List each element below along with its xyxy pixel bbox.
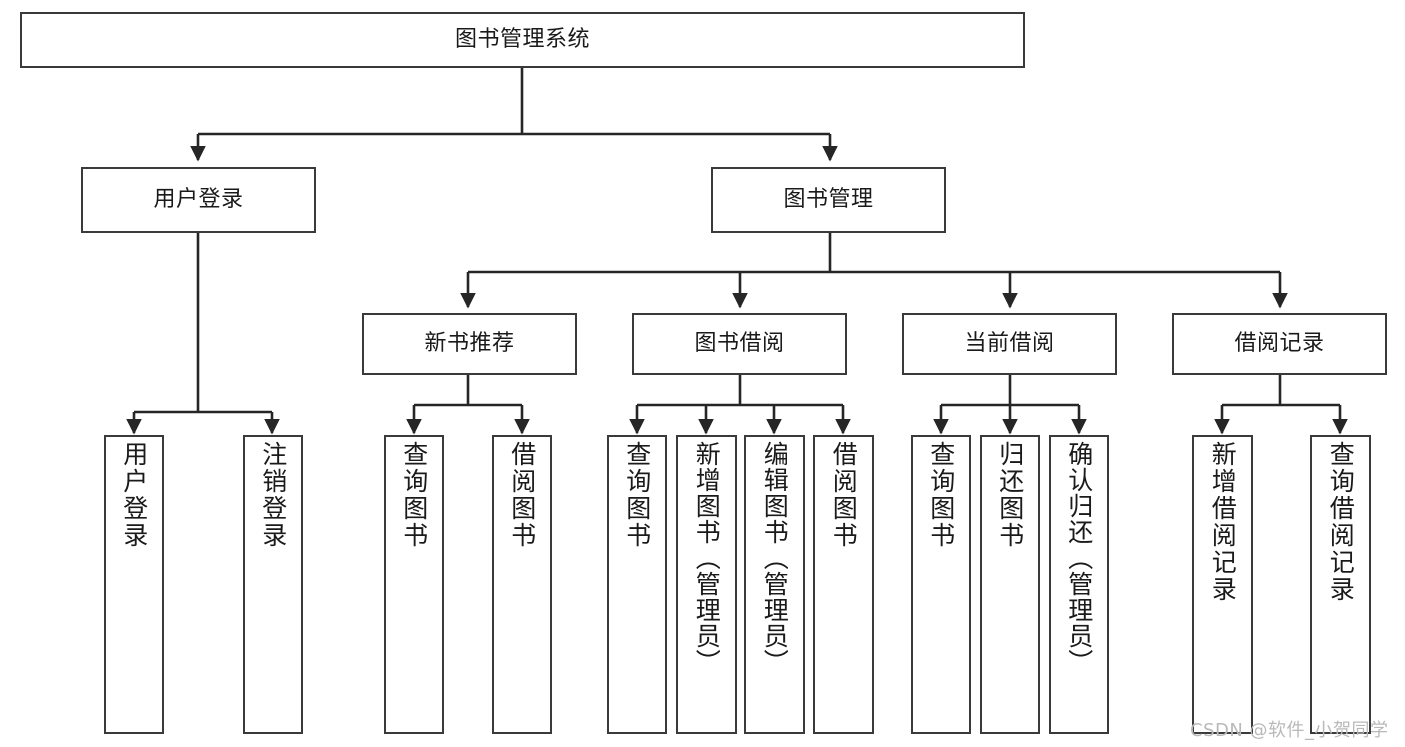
node-label: 借阅图书 <box>507 441 537 549</box>
node-label: 新增借阅记录 <box>1208 441 1238 603</box>
node-label: 查询借阅记录 <box>1326 441 1356 603</box>
leaf-book-borrow-edit-book-admin[interactable]: 编辑图书（管理员） <box>744 435 805 734</box>
node-label: 归还图书 <box>995 441 1025 549</box>
csdn-watermark: CSDN @软件_小贺同学 <box>1190 720 1389 741</box>
node-label: 图书管理系统 <box>454 27 590 53</box>
leaf-book-borrow-query-book[interactable]: 查询图书 <box>607 435 667 734</box>
node-label: 查询图书 <box>399 441 429 549</box>
node-label: 图书管理 <box>783 187 874 213</box>
node-label: 新书推荐 <box>424 331 515 357</box>
node-label: 查询图书 <box>622 441 652 549</box>
node-book-management[interactable]: 图书管理 <box>711 167 946 233</box>
leaf-user-login-login[interactable]: 用户登录 <box>104 435 164 734</box>
node-root-book-management-system[interactable]: 图书管理系统 <box>20 12 1025 68</box>
leaf-borrow-record-query-record[interactable]: 查询借阅记录 <box>1310 435 1371 734</box>
node-label: 用户登录 <box>153 187 244 213</box>
node-new-book-recommend[interactable]: 新书推荐 <box>362 313 577 375</box>
leaf-new-book-query-book[interactable]: 查询图书 <box>384 435 444 734</box>
node-label: 编辑图书（管理员） <box>760 441 790 675</box>
leaf-book-borrow-borrow-book[interactable]: 借阅图书 <box>813 435 874 734</box>
leaf-current-borrow-confirm-return-admin[interactable]: 确认归还（管理员） <box>1049 435 1109 734</box>
leaf-borrow-record-add-record[interactable]: 新增借阅记录 <box>1192 435 1253 734</box>
node-label: 查询图书 <box>926 441 956 549</box>
leaf-current-borrow-return-book[interactable]: 归还图书 <box>980 435 1040 734</box>
node-label: 借阅图书 <box>829 441 859 549</box>
node-label: 用户登录 <box>119 441 149 549</box>
leaf-user-login-logout[interactable]: 注销登录 <box>243 435 303 734</box>
node-label: 图书借阅 <box>694 331 785 357</box>
leaf-new-book-borrow-book[interactable]: 借阅图书 <box>492 435 552 734</box>
node-label: 注销登录 <box>258 441 288 549</box>
node-current-borrow[interactable]: 当前借阅 <box>902 313 1117 375</box>
node-book-borrow[interactable]: 图书借阅 <box>632 313 847 375</box>
node-label: 确认归还（管理员） <box>1064 441 1094 675</box>
leaf-book-borrow-add-book-admin[interactable]: 新增图书（管理员） <box>676 435 737 734</box>
leaf-current-borrow-query-book[interactable]: 查询图书 <box>911 435 971 734</box>
node-label: 新增图书（管理员） <box>692 441 722 675</box>
node-borrow-record[interactable]: 借阅记录 <box>1172 313 1387 375</box>
node-label: 借阅记录 <box>1234 331 1325 357</box>
node-user-login[interactable]: 用户登录 <box>81 167 316 233</box>
node-label: 当前借阅 <box>964 331 1055 357</box>
